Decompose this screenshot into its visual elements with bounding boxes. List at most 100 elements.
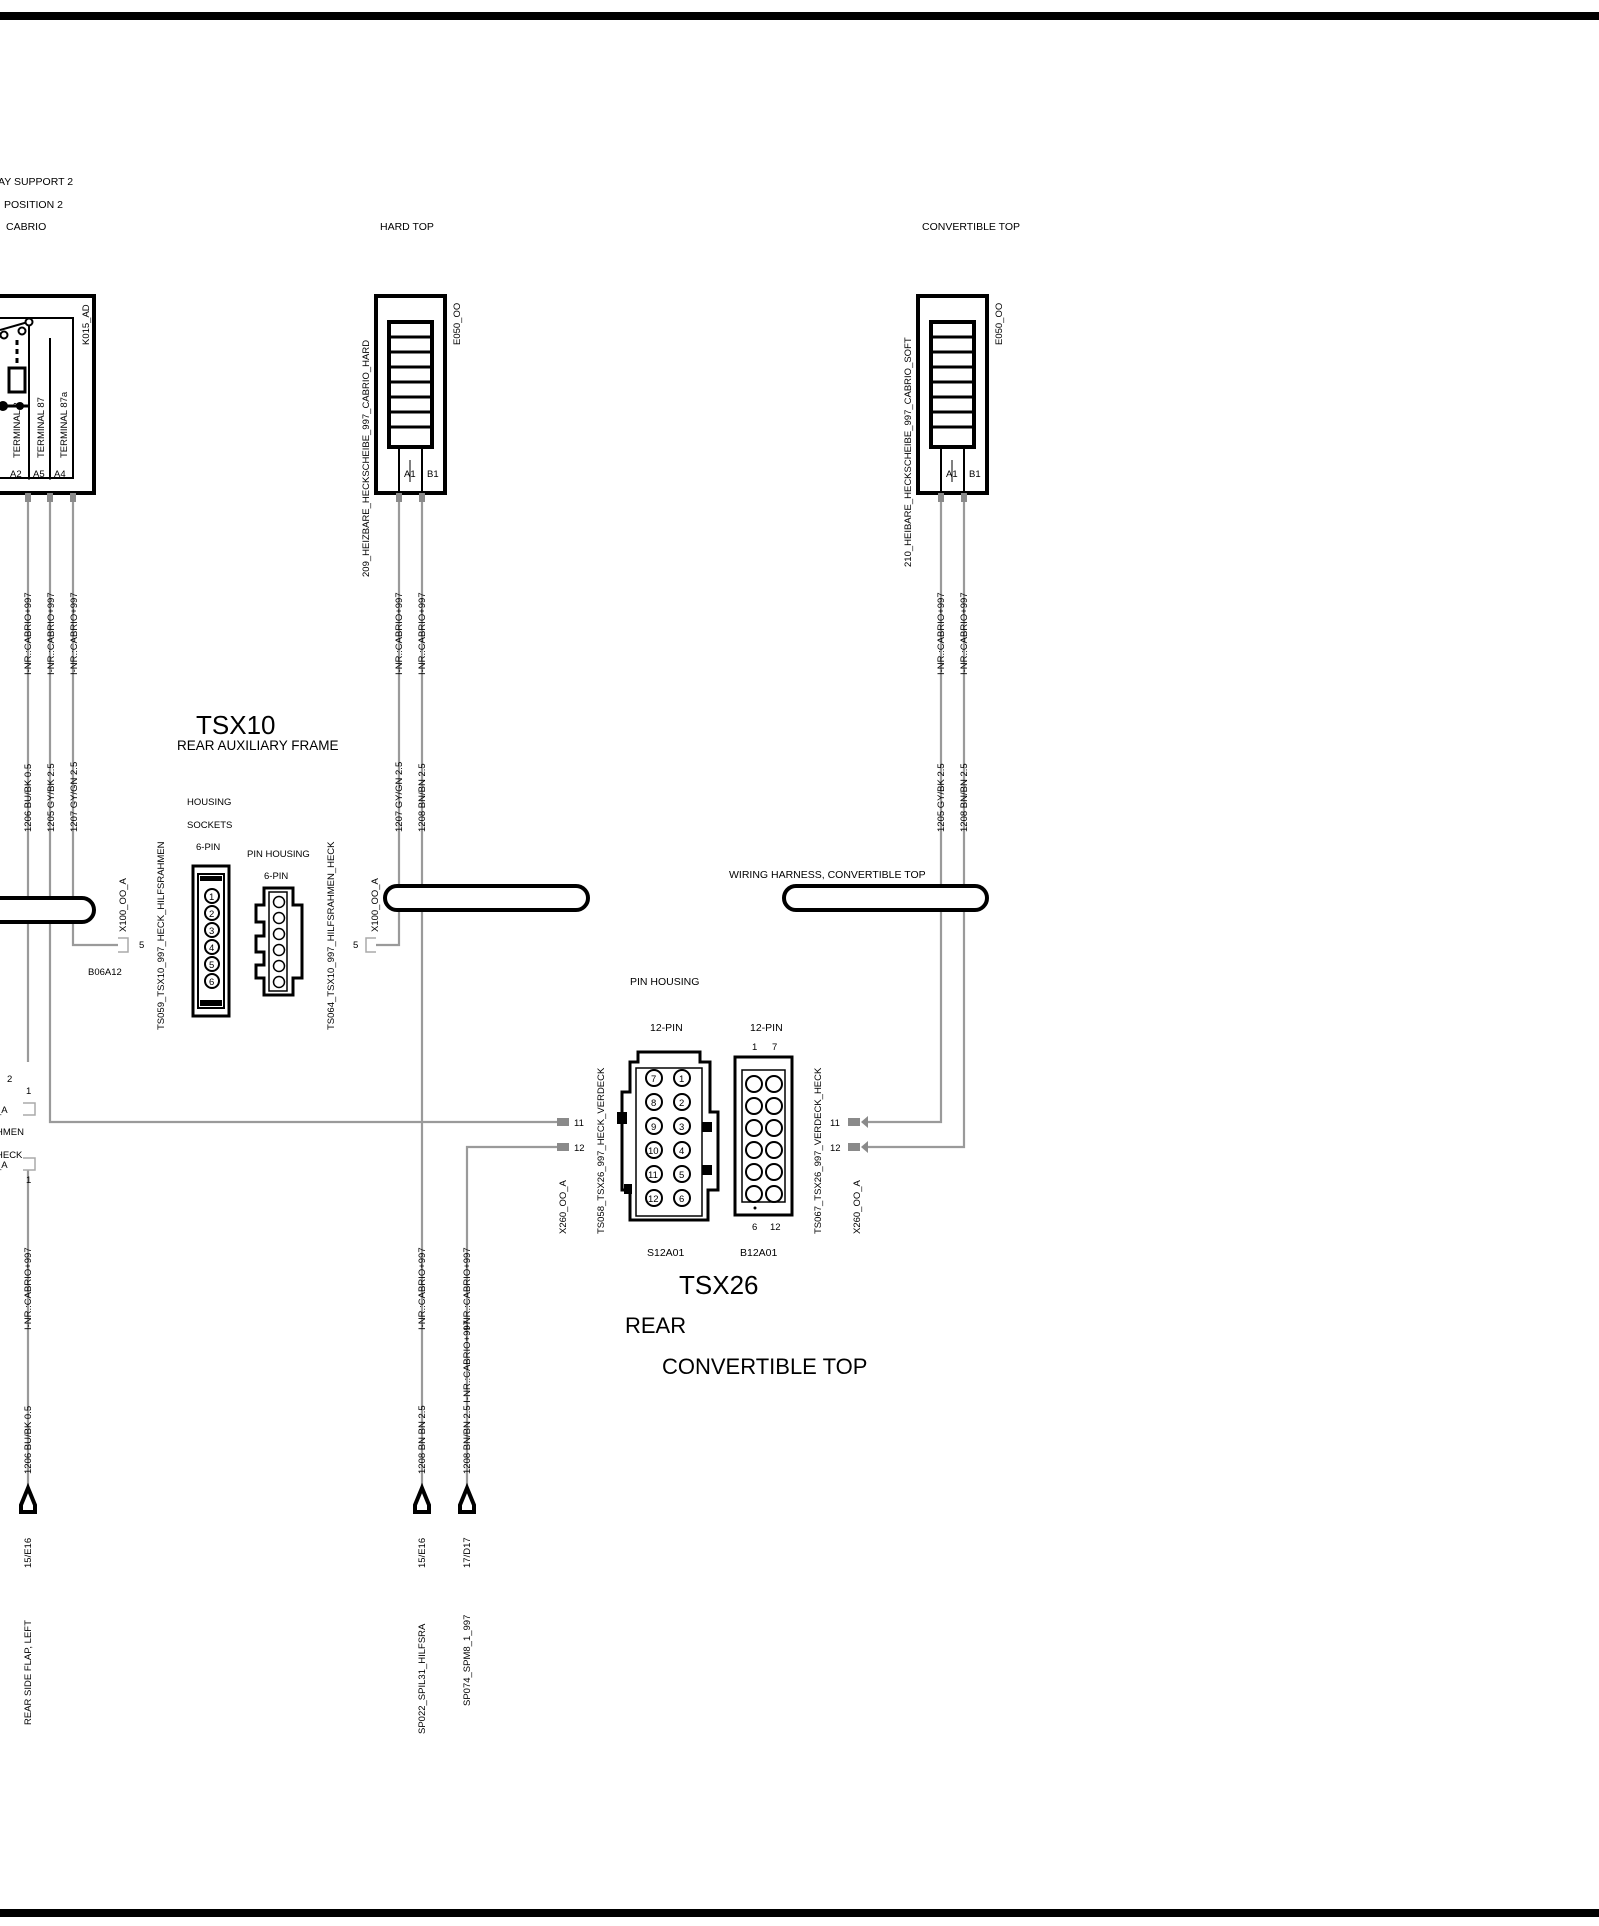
x100-mark-right: 5 X100_OO_A bbox=[353, 877, 381, 953]
tsx26-left-pin12: 12 bbox=[574, 1143, 585, 1154]
ref3-name: SP074_SPM8_1_997 bbox=[462, 1615, 473, 1706]
tsx10-s-pin6: 6 bbox=[209, 977, 214, 988]
tsx26-pin-housing: PIN HOUSING bbox=[630, 976, 699, 988]
tsx26-rear: REAR bbox=[625, 1313, 686, 1338]
tsx10-title: TSX10 bbox=[196, 710, 276, 740]
wire-1205-b: 1205 GY/BK 2.5 bbox=[936, 763, 947, 832]
terminal-arrows bbox=[19, 1482, 476, 1514]
tsx26-right-pin12: 12 bbox=[830, 1143, 841, 1154]
ref2-sheet: 15/E16 bbox=[417, 1538, 428, 1568]
hard-name: 209_HEIZBARE_HECKSCHEIBE_997_CABRIO_HARD bbox=[361, 340, 372, 577]
hard-top-label: HARD TOP bbox=[380, 221, 434, 233]
relay-pin-a4: A4 bbox=[54, 469, 66, 480]
x100-left-label: X100_OO_A bbox=[118, 877, 129, 932]
tsx26-pin-8: 8 bbox=[651, 1098, 656, 1109]
wire-1206: 1206 BU/BK 0.5 bbox=[23, 764, 34, 832]
tsx10-sockets: SOCKETS bbox=[187, 820, 232, 831]
tsx26-block: PIN HOUSING 12-PIN 12-PIN 1 7 6 12 7 1 8… bbox=[557, 976, 868, 1379]
bottom-border bbox=[0, 1909, 1599, 1917]
relay-label-2: POSITION 2 bbox=[4, 199, 63, 211]
soft-id: E050_OO bbox=[994, 303, 1005, 345]
tsx26-bottom-mark-12: 12 bbox=[770, 1222, 781, 1233]
relay-label-3: CABRIO bbox=[6, 221, 46, 233]
ref1-name: REAR SIDE FLAP, LEFT bbox=[23, 1620, 34, 1725]
ref2-name: SP022_SPIL31_HILFSRA bbox=[417, 1623, 428, 1734]
ref1-sheet: 15/E16 bbox=[23, 1538, 34, 1568]
x260-right: X260_OO_A bbox=[852, 1179, 863, 1234]
b06a12-label: B06A12 bbox=[88, 967, 122, 978]
tsx10-block: TSX10 REAR AUXILIARY FRAME HOUSING SOCKE… bbox=[156, 710, 339, 1030]
wire-overlap-label: 1208 BN/BN 2.5 I-NR.:CABRIO+997 bbox=[462, 1320, 473, 1474]
tsx26-12pin-a: 12-PIN bbox=[650, 1022, 683, 1034]
tsx10-6pin-a: 6-PIN bbox=[196, 842, 220, 853]
tsx26-top-mark-1: 1 bbox=[752, 1042, 757, 1053]
wire-spec-8: I-NR.:CABRIO+997 bbox=[23, 1247, 34, 1330]
ts059-label: TS059_TSX10_997_HECK_HILFSRAHMEN bbox=[156, 841, 167, 1030]
soft-pin-a1: A1 bbox=[946, 469, 958, 480]
x260-left: X260_OO_A bbox=[558, 1179, 569, 1234]
wire-1208-c: 1208 BN BN 2.5 bbox=[417, 1405, 428, 1474]
tsx26-pin-5: 5 bbox=[679, 1170, 684, 1181]
wire-spec-5: I-NR.:CABRIO+997 bbox=[417, 592, 428, 675]
hard-pin-b1: B1 bbox=[427, 469, 439, 480]
ts067-label: TS067_TSX26_997_VERDECK_HECK bbox=[813, 1067, 824, 1234]
relay-terminal-87: TERMINAL 87 bbox=[36, 397, 47, 458]
wire-1208-b: 1208 BN/BN 2.5 bbox=[959, 763, 970, 832]
harness-oval-mid bbox=[383, 884, 590, 912]
left-lab3: HECK bbox=[0, 1150, 23, 1161]
wire-spec-6: I-NR.:CABRIO+997 bbox=[936, 592, 947, 675]
tsx26-title: TSX26 bbox=[679, 1270, 759, 1300]
wire-1208: 1208 BN/BN 2.5 bbox=[417, 763, 428, 832]
relay-id: K015_AD bbox=[81, 304, 92, 345]
tsx26-pin-9: 9 bbox=[651, 1122, 656, 1133]
tsx26-pin-4: 4 bbox=[679, 1146, 684, 1157]
heater-hard: A1 B1 E050_OO 209_HEIZBARE_HECKSCHEIBE_9… bbox=[361, 294, 463, 577]
tsx26-top-mark-7: 7 bbox=[772, 1042, 777, 1053]
wire-1207-b: 1207 GY/GN 2.5 bbox=[394, 762, 405, 832]
heater-soft: A1 B1 E050_OO 210_HEIBARE_HECKSCHEIBE_99… bbox=[903, 294, 1005, 567]
tsx10-s-pin1: 1 bbox=[209, 892, 214, 903]
wire-1205: 1205 GY/BK 2.5 bbox=[46, 763, 57, 832]
tsx26-pin-3: 3 bbox=[679, 1122, 684, 1133]
relay-pin-a2: A2 bbox=[10, 469, 22, 480]
relay-pin-a5: A5 bbox=[33, 469, 45, 480]
wire-spec-2: I-NR.:CABRIO+997 bbox=[46, 592, 57, 675]
hard-pin-a1: A1 bbox=[404, 469, 416, 480]
wire-labels: I-NR.:CABRIO+997 I-NR.:CABRIO+997 I-NR.:… bbox=[23, 592, 970, 1474]
relay-terminal-87a: TERMINAL 87a bbox=[59, 391, 70, 458]
wiring-harness-label: WIRING HARNESS, CONVERTIBLE TOP bbox=[729, 869, 926, 881]
left-pin1b: 1 bbox=[26, 1175, 31, 1186]
b12a01-label: B12A01 bbox=[740, 1247, 778, 1259]
tsx10-6pin-b: 6-PIN bbox=[264, 871, 288, 882]
x100-mark-left: 5 X100_OO_A B06A12 bbox=[88, 877, 144, 978]
wire-spec-9: I-NR.:CABRIO+997 bbox=[417, 1247, 428, 1330]
left-pin2: 2 bbox=[7, 1074, 12, 1085]
relay-k015: K015_AD TERMINAL 8 TERMINAL 87 TERMINAL … bbox=[0, 294, 96, 502]
wire-lines bbox=[26, 502, 966, 1488]
tsx26-pin-1: 1 bbox=[679, 1074, 684, 1085]
wire-spec-3: I-NR.:CABRIO+997 bbox=[69, 592, 80, 675]
left-lab4: _A bbox=[0, 1160, 8, 1171]
tsx26-pin-12: 12 bbox=[648, 1194, 659, 1205]
tsx26-pin-2: 2 bbox=[679, 1098, 684, 1109]
tsx10-s-pin3: 3 bbox=[209, 926, 214, 937]
wire-spec-4: I-NR.:CABRIO+997 bbox=[394, 592, 405, 675]
soft-name: 210_HEIBARE_HECKSCHEIBE_997_CABRIO_SOFT bbox=[903, 337, 914, 567]
tsx10-s-pin5: 5 bbox=[209, 960, 214, 971]
convertible-top-label: CONVERTIBLE TOP bbox=[922, 221, 1020, 233]
left-lab1: _A bbox=[0, 1105, 8, 1116]
wire-spec-1: I-NR.:CABRIO+997 bbox=[23, 592, 34, 675]
top-border bbox=[0, 12, 1599, 20]
tsx26-pin-6: 6 bbox=[679, 1194, 684, 1205]
relay-label-1: AY SUPPORT 2 bbox=[0, 176, 73, 188]
wire-1207: 1207 GY/GN 2.5 bbox=[69, 762, 80, 832]
tsx10-s-pin2: 2 bbox=[209, 909, 214, 920]
left-pin1a: 1 bbox=[26, 1086, 31, 1097]
tsx10-subtitle: REAR AUXILIARY FRAME bbox=[177, 738, 339, 753]
left-lab2: HMEN bbox=[0, 1127, 24, 1138]
tsx26-12pin-b: 12-PIN bbox=[750, 1022, 783, 1034]
x100-left-pin5: 5 bbox=[139, 940, 144, 951]
harness-oval-right bbox=[782, 884, 989, 912]
tsx26-right-pin11: 11 bbox=[830, 1118, 840, 1129]
tsx26-bottom-mark-6: 6 bbox=[752, 1222, 757, 1233]
